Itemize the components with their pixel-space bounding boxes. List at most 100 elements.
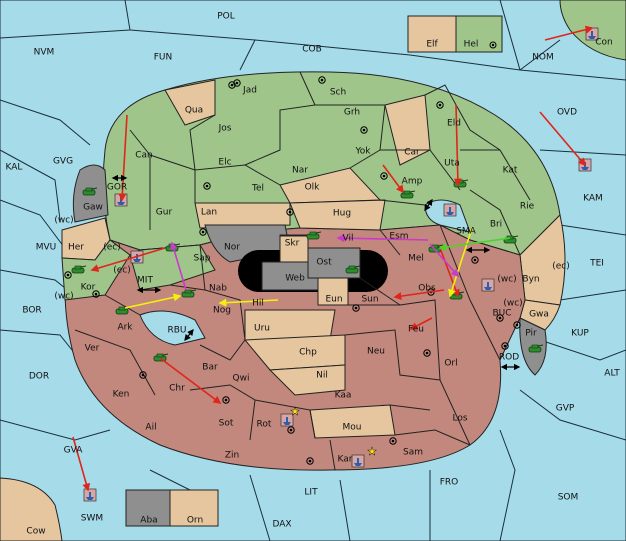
land-hel[interactable] (455, 15, 503, 53)
land-label-rie: Rie (520, 202, 535, 212)
land-aba[interactable] (125, 489, 171, 527)
land-label-sap: Sap (194, 254, 211, 264)
land-label-ost: Ost (316, 258, 332, 268)
supply-center-icon (360, 126, 368, 134)
sea-label-wc3: (wc) (497, 275, 516, 285)
arrow-red (409, 317, 433, 330)
land-label-zin: Zin (225, 451, 239, 461)
land-label-gaw: Gaw (83, 203, 103, 213)
star-icon: ★ (290, 405, 300, 418)
star-icon: ★ (367, 445, 377, 458)
fleet-unit-icon[interactable] (481, 278, 495, 292)
sea-label-mvu: MVU (36, 243, 57, 253)
land-mou[interactable] (309, 404, 396, 439)
land-label-nog: Nog (213, 306, 231, 316)
land-label-nor: Nor (224, 243, 240, 253)
supply-center-icon (248, 274, 256, 282)
arrow-magenta (336, 234, 429, 243)
supply-center-icon (513, 321, 521, 329)
sea-label-nom: NOM (532, 53, 554, 63)
continent (61, 71, 566, 471)
army-unit-icon[interactable] (528, 344, 544, 353)
land-label-obs: Obs (418, 284, 436, 294)
land-label-nar: Nar (292, 166, 308, 176)
sea-label-bor: BOR (22, 306, 41, 316)
supply-center-dot (235, 81, 239, 85)
sea-label-ec2: (ec) (113, 266, 131, 276)
land-label-gwa: Gwa (529, 310, 549, 320)
supply-center-icon (352, 304, 360, 312)
sea-label-ovd: OVD (557, 108, 577, 118)
supply-center-dot (473, 258, 477, 262)
fleet-unit-icon[interactable] (114, 193, 128, 207)
sea-label-swm: SWM (81, 514, 103, 524)
land-label-sot: Sot (219, 419, 234, 429)
land-cow[interactable] (0, 477, 63, 541)
land-label-rot: Rot (257, 420, 272, 430)
land-label-grh: Grh (344, 108, 360, 118)
supply-center-icon (199, 228, 207, 236)
land-eun-inner[interactable] (317, 277, 349, 306)
arrow-red (453, 104, 462, 187)
land-nil[interactable] (268, 364, 346, 396)
sea-label-wc4: (wc) (503, 299, 522, 309)
land-elf[interactable] (407, 15, 457, 53)
supply-center-icon (92, 290, 100, 298)
sea-label-alt: ALT (604, 369, 620, 379)
arrow-red (544, 25, 594, 41)
supply-center-icon (203, 182, 211, 190)
sea-label-ec3: (ec) (552, 262, 570, 272)
land-label-nab: Nab (209, 284, 227, 294)
army-unit-icon[interactable] (82, 187, 98, 196)
supply-center-icon (436, 101, 444, 109)
sea-label-pol: POL (217, 12, 235, 22)
fleet-unit-icon[interactable] (83, 488, 97, 502)
sea-label-wc1: (wc) (54, 216, 73, 226)
supply-center-icon (423, 349, 431, 357)
sea-label-kup: KUP (571, 329, 589, 339)
land-label-orn: Orn (187, 516, 203, 526)
sea-label-fun: FUN (154, 53, 173, 63)
land-orn[interactable] (169, 489, 219, 527)
land-label-gur: Gur (156, 208, 173, 218)
supply-center-icon (380, 172, 388, 180)
land-label-hil: Hil (252, 299, 264, 309)
fleet-unit-icon[interactable] (443, 203, 457, 217)
sea-label-sma: SMA (456, 227, 476, 237)
land-label-vil: Vil (343, 234, 354, 244)
army-unit-icon[interactable] (181, 289, 197, 298)
arrow-lime (438, 237, 511, 252)
supply-center-dot (250, 276, 254, 280)
land-label-mou: Mou (343, 423, 362, 433)
sea-label-cob: COB (302, 45, 322, 55)
fleet-unit-icon[interactable] (351, 454, 365, 468)
arrow-yellow (448, 227, 473, 298)
land-label-sch: Sch (330, 88, 346, 98)
land-label-skr: Skr (285, 239, 300, 249)
land-label-mel: Mel (408, 254, 424, 264)
supply-center-dot (391, 439, 395, 443)
supply-center-dot (66, 273, 70, 277)
supply-center-icon (64, 271, 72, 279)
supply-center-icon (286, 208, 294, 216)
land-label-kaa: Kaa (335, 391, 352, 401)
land-label-web: Web (285, 274, 305, 284)
army-unit-icon[interactable] (71, 265, 87, 274)
supply-center-icon (287, 426, 295, 434)
land-lan[interactable] (194, 202, 291, 229)
arrow-red (118, 114, 128, 202)
fleet-unit-icon[interactable] (280, 413, 294, 427)
arrow-red (90, 247, 166, 272)
army-unit-icon[interactable] (400, 190, 416, 199)
army-unit-icon[interactable] (345, 265, 361, 274)
sea-label-rod: ROD (499, 353, 519, 363)
sea-label-con: Con (595, 38, 613, 48)
supply-center-dot (288, 210, 292, 214)
army-unit-icon[interactable] (306, 231, 322, 240)
land-label-hel: Hel (464, 40, 479, 50)
land-label-kat: Kat (503, 166, 518, 176)
order-arrows (72, 25, 594, 492)
sea-label-tei: TEI (589, 259, 604, 269)
